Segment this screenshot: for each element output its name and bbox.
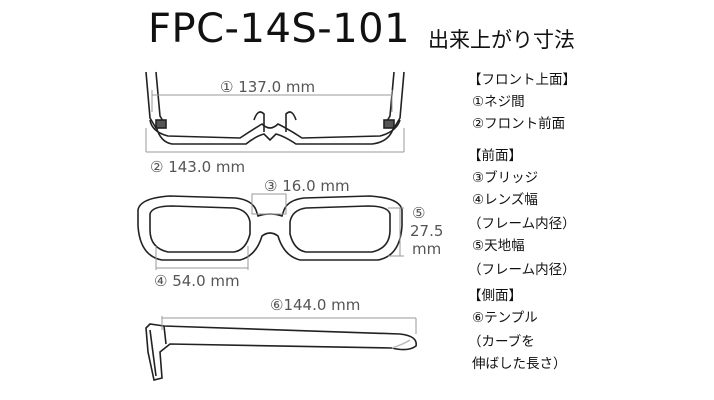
bridge-dimension-lines [251, 193, 287, 215]
side-view-drawing [145, 323, 417, 381]
legend-item: 伸ばした長さ） [472, 356, 567, 372]
front-width-label: ② 143.0 mm [150, 158, 246, 176]
legend-item: ⑥テンプル [472, 310, 538, 326]
front-width-dimension-lines [145, 128, 405, 153]
temple-dimension-lines [161, 316, 417, 334]
front-view-drawing [137, 195, 403, 261]
legend-top-header: 【フロント上面】 [468, 72, 576, 88]
legend-front-header: 【前面】 [468, 148, 522, 164]
height-label-value: 27.5 [410, 222, 444, 240]
legend-item: ②フロント前面 [472, 116, 566, 132]
bridge-label: ③ 16.0 mm [264, 177, 350, 195]
legend-item: ①ネジ間 [472, 94, 525, 110]
legend-item: ③ブリッジ [472, 170, 539, 186]
screw-span-dimension-lines [151, 90, 393, 112]
screw-span-label: ① 137.0 mm [220, 78, 316, 96]
model-title: FPC-14S-101 [148, 6, 411, 52]
height-label-number: ⑤ [412, 204, 426, 222]
temple-label: ⑥144.0 mm [270, 296, 361, 314]
legend-item: ④レンズ幅 [472, 192, 538, 208]
legend-item: （カーブを [468, 334, 535, 350]
legend-side-header: 【側面】 [468, 288, 522, 304]
height-label-unit: mm [412, 240, 442, 258]
legend-item: ⑤天地幅 [472, 238, 525, 254]
height-dimension-lines [388, 207, 404, 257]
top-view-drawing [145, 71, 405, 145]
legend-item: （フレーム内径） [468, 216, 576, 232]
lens-width-dimension-lines [155, 246, 249, 270]
lens-width-label: ④ 54.0 mm [154, 272, 240, 290]
page-subtitle: 出来上がり寸法 [428, 28, 575, 52]
legend-item: （フレーム内径） [468, 262, 576, 278]
